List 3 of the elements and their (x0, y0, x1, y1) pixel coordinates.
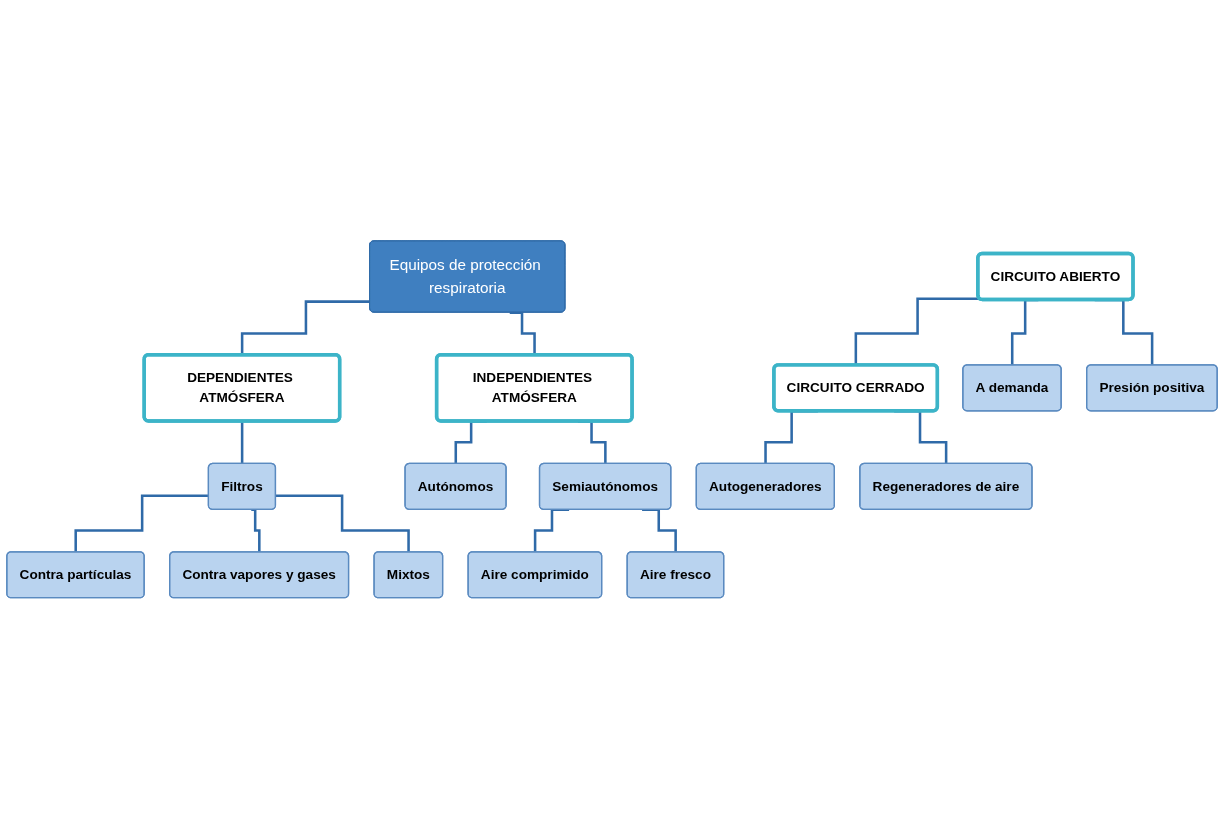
connector (74, 494, 209, 554)
connector (251, 508, 261, 554)
connector (275, 494, 411, 554)
